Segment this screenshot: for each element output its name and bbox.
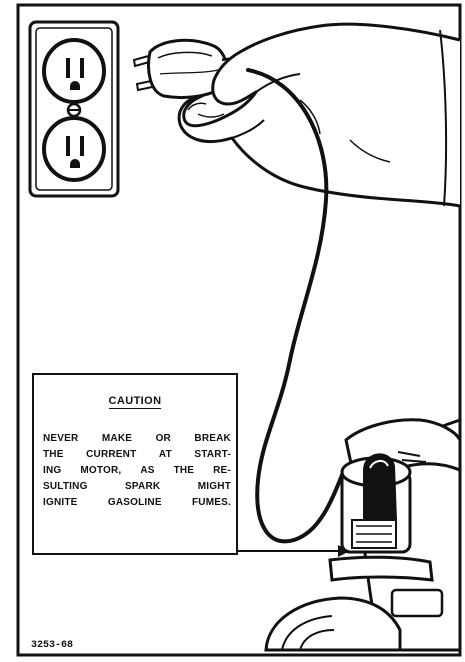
caution-word: SPARK xyxy=(125,479,160,495)
caution-word: AS xyxy=(140,463,154,479)
caution-line-5: IGNITE GASOLINE FUMES. xyxy=(43,495,231,511)
caution-box: CAUTION NEVER MAKE OR BREAK THE CURRENT … xyxy=(32,373,238,555)
figure-code: 3253-68 xyxy=(31,640,73,651)
caution-word: SULTING xyxy=(43,479,88,495)
pointer-arrow-icon xyxy=(238,545,350,557)
caution-word: CURRENT xyxy=(86,447,136,463)
caution-word: AT xyxy=(159,447,172,463)
duplex-outlet-icon xyxy=(30,22,118,196)
caution-word: RE- xyxy=(213,463,231,479)
caution-word: THE xyxy=(174,463,195,479)
caution-title: CAUTION xyxy=(34,395,236,407)
caution-word: FUMES. xyxy=(192,495,231,511)
caution-title-text: CAUTION xyxy=(109,395,162,409)
caution-word: START- xyxy=(194,447,231,463)
caution-word: BREAK xyxy=(194,431,231,447)
caution-word: ING xyxy=(43,463,61,479)
caution-text: NEVER MAKE OR BREAK THE CURRENT AT START… xyxy=(43,431,231,511)
caution-line-3: ING MOTOR, AS THE RE- xyxy=(43,463,231,479)
caution-word: MOTOR, xyxy=(80,463,121,479)
caution-word: MAKE xyxy=(102,431,132,447)
caution-word: MIGHT xyxy=(198,479,231,495)
caution-word: NEVER xyxy=(43,431,78,447)
caution-line-1: NEVER MAKE OR BREAK xyxy=(43,431,231,447)
caution-word: OR xyxy=(156,431,171,447)
caution-word: GASOLINE xyxy=(108,495,162,511)
caution-word: IGNITE xyxy=(43,495,78,511)
caution-line-4: SULTING SPARK MIGHT xyxy=(43,479,231,495)
starting-motor-icon xyxy=(266,420,460,650)
caution-line-2: THE CURRENT AT START- xyxy=(43,447,231,463)
caution-word: THE xyxy=(43,447,64,463)
